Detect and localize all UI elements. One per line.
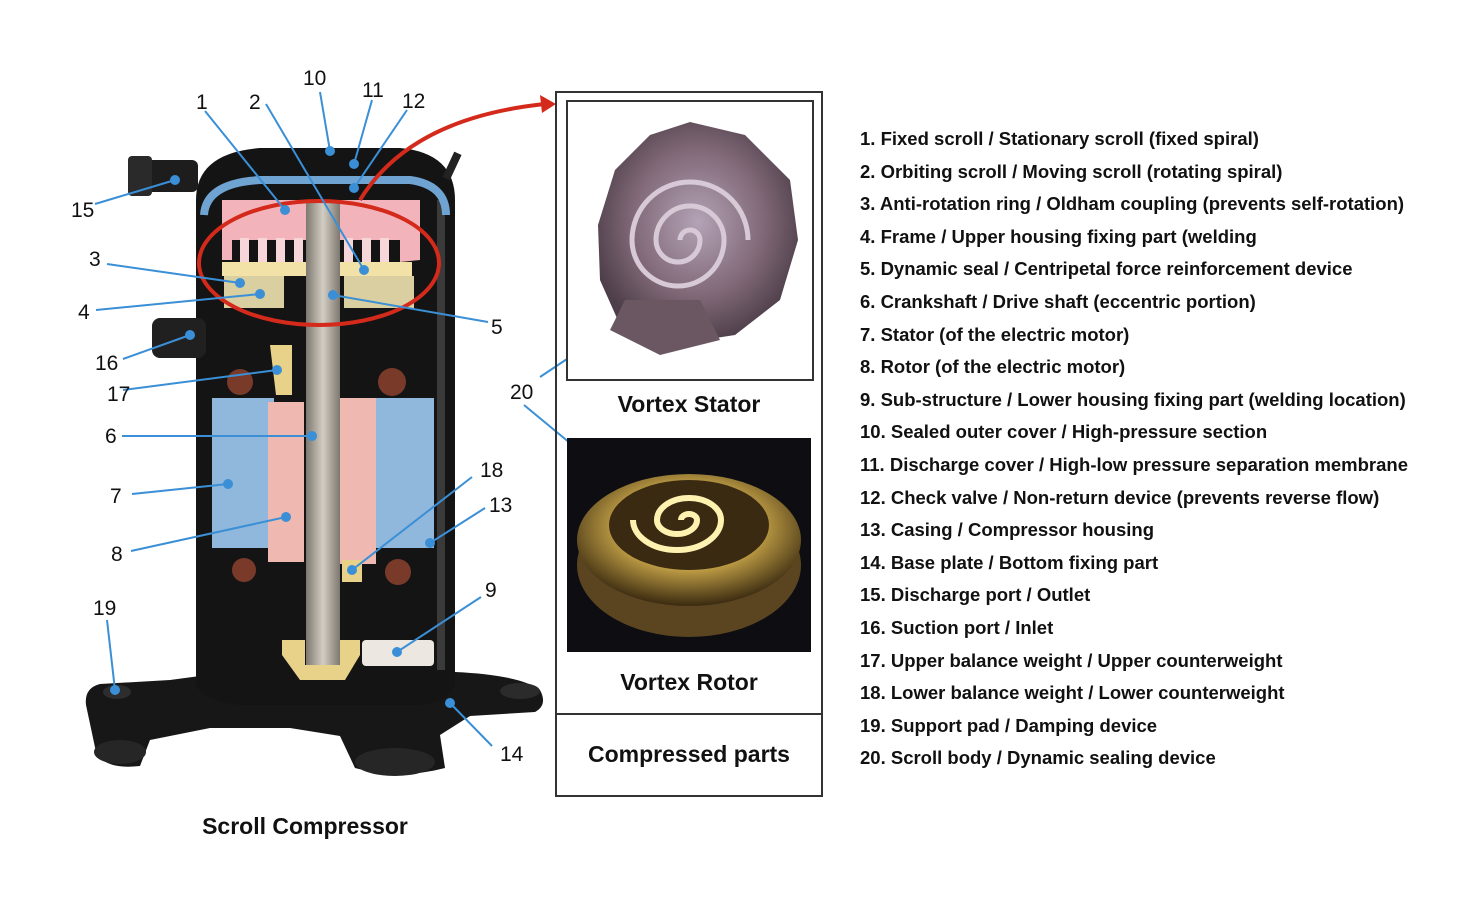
legend-item-17: 17. Upper balance weight / Upper counter… bbox=[860, 649, 1283, 671]
legend-item-6: 6. Crankshaft / Drive shaft (eccentric p… bbox=[860, 290, 1256, 312]
callout-lines bbox=[94, 91, 673, 747]
motor-stator-left bbox=[212, 398, 274, 548]
legend-item-11: 11. Discharge cover / High-low pressure … bbox=[860, 453, 1409, 475]
highlight-arrowhead bbox=[540, 95, 556, 113]
discharge-port-cap bbox=[128, 156, 152, 196]
callout-10: 10 bbox=[303, 67, 326, 90]
vortex-stator-image bbox=[598, 122, 798, 355]
lower-bearing bbox=[282, 640, 360, 680]
compressed-parts-label: Compressed parts bbox=[588, 741, 790, 767]
panel-frame bbox=[555, 91, 823, 797]
terminal-pin bbox=[442, 151, 462, 181]
callout-9: 9 bbox=[485, 579, 497, 602]
legend-item-15: 15. Discharge port / Outlet bbox=[860, 584, 1091, 606]
callout-12: 12 bbox=[402, 90, 425, 113]
compressed-parts-panel: Vortex Stator Vortex Rotor Compressed pa… bbox=[555, 91, 823, 797]
vortex-rotor-image bbox=[577, 474, 801, 637]
base-mount-hole bbox=[500, 683, 540, 699]
callout-2: 2 bbox=[249, 91, 261, 114]
callout-15: 15 bbox=[71, 199, 94, 222]
legend-item-9: 9. Sub-structure / Lower housing fixing … bbox=[860, 388, 1406, 410]
callout-13: 13 bbox=[489, 494, 512, 517]
legend-item-19: 19. Support pad / Damping device bbox=[860, 714, 1158, 736]
callout-18: 18 bbox=[480, 459, 503, 482]
callout-8: 8 bbox=[111, 543, 123, 566]
parts-legend: 1. Fixed scroll / Stationary scroll (fix… bbox=[860, 126, 1408, 778]
legend-item-14: 14. Base plate / Bottom fixing part bbox=[860, 551, 1159, 573]
highlight-arrow bbox=[358, 102, 546, 202]
scroll-section-highlight bbox=[197, 199, 441, 327]
callout-16: 16 bbox=[95, 352, 118, 375]
vortex-stator-label: Vortex Stator bbox=[618, 391, 761, 417]
callout-5: 5 bbox=[491, 316, 503, 339]
callout-11: 11 bbox=[362, 79, 384, 102]
callout-4: 4 bbox=[78, 301, 90, 324]
motor-rotor-right bbox=[340, 398, 376, 564]
compressor-caption: Scroll Compressor bbox=[202, 813, 408, 839]
callout-6: 6 bbox=[105, 425, 117, 448]
legend-item-4: 4. Frame / Upper housing fixing part (we… bbox=[860, 225, 1257, 247]
base-foot-right bbox=[355, 748, 435, 776]
legend-item-3: 3. Anti-rotation ring / Oldham coupling … bbox=[860, 193, 1405, 215]
legend-item-18: 18. Lower balance weight / Lower counter… bbox=[860, 682, 1285, 704]
callout-1: 1 bbox=[196, 91, 208, 114]
motor-windings bbox=[227, 368, 411, 585]
callout-17: 17 bbox=[107, 383, 130, 406]
callout-14: 14 bbox=[500, 743, 524, 766]
legend-item-5: 5. Dynamic seal / Centripetal force rein… bbox=[860, 258, 1353, 280]
callout-7: 7 bbox=[110, 485, 122, 508]
legend-item-10: 10. Sealed outer cover / High-pressure s… bbox=[860, 421, 1268, 443]
legend-item-7: 7. Stator (of the electric motor) bbox=[860, 323, 1130, 345]
callout-3: 3 bbox=[89, 248, 101, 271]
scroll-fins bbox=[240, 238, 389, 272]
base-foot-left bbox=[94, 740, 146, 764]
legend-item-2: 2. Orbiting scroll / Moving scroll (rota… bbox=[860, 160, 1283, 182]
legend-item-20: 20. Scroll body / Dynamic sealing device bbox=[860, 747, 1216, 769]
callout-dots bbox=[110, 146, 677, 708]
legend-item-1: 1. Fixed scroll / Stationary scroll (fix… bbox=[860, 128, 1259, 149]
motor-rotor-left bbox=[268, 402, 304, 562]
compressor-illustration bbox=[85, 148, 544, 776]
vortex-rotor-label: Vortex Rotor bbox=[620, 669, 758, 695]
motor-stator-right bbox=[372, 398, 434, 548]
legend-item-13: 13. Casing / Compressor housing bbox=[860, 519, 1155, 541]
frame-left bbox=[224, 276, 284, 308]
legend-item-8: 8. Rotor (of the electric motor) bbox=[860, 356, 1126, 378]
callout-numbers: 1 2 3 4 5 6 7 8 9 10 11 12 13 14 15 16 1… bbox=[71, 67, 533, 766]
legend-item-12: 12. Check valve / Non-return device (pre… bbox=[860, 486, 1380, 508]
shell-side-highlight bbox=[437, 200, 445, 670]
callout-20: 20 bbox=[510, 381, 533, 404]
callout-19: 19 bbox=[93, 597, 116, 620]
legend-item-16: 16. Suction port / Inlet bbox=[860, 616, 1054, 638]
